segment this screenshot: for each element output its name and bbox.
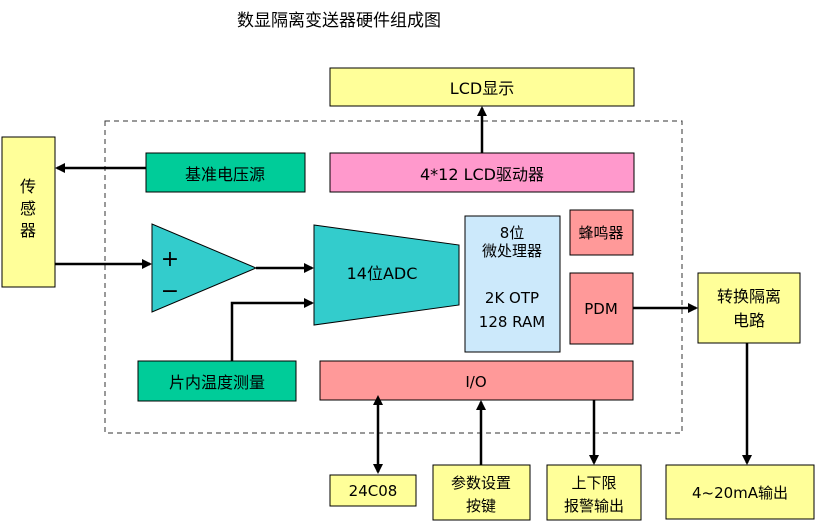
lcd-driver-box xyxy=(329,152,635,193)
temp-measure-box xyxy=(137,360,297,402)
isolation-box xyxy=(697,272,801,344)
param-keys-line-2: 按键 xyxy=(466,497,496,515)
diagram-title: 数显隔离变送器硬件组成图 xyxy=(237,11,441,31)
mcu-line-2: 微处理器 xyxy=(482,242,542,260)
sensor-char-1: 传 xyxy=(20,177,36,196)
param-keys-line-1: 参数设置 xyxy=(451,474,511,492)
buzzer-label: 蜂鸣器 xyxy=(578,224,623,242)
lcd-driver-label: 4*12 LCD驱动器 xyxy=(420,165,544,184)
pdm-label: PDM xyxy=(584,300,618,318)
eeprom-label: 24C08 xyxy=(349,482,398,500)
amp-plus-sign: + xyxy=(161,247,179,272)
isolation-line-1: 转换隔离 xyxy=(717,287,781,306)
arrow-temp-to-adc xyxy=(230,298,314,361)
mcu-line-3: 2K OTP xyxy=(485,289,539,307)
chip-boundary xyxy=(104,120,683,434)
param-keys-box xyxy=(432,464,531,521)
mcu-line-1: 8位 xyxy=(500,224,525,242)
sensor-char-3: 器 xyxy=(20,221,36,240)
amplifier-triangle xyxy=(151,223,258,313)
buzzer-box xyxy=(569,209,634,256)
mcu-line-4: 128 RAM xyxy=(479,313,545,331)
current-output-box xyxy=(665,464,815,520)
sensor-char-2: 感 xyxy=(20,199,36,218)
mcu-box xyxy=(464,215,561,353)
reference-voltage-box xyxy=(145,152,306,193)
temp-measure-label: 片内温度测量 xyxy=(169,373,265,392)
adc-trapezoid xyxy=(313,224,460,326)
io-label: I/O xyxy=(465,373,486,391)
adc-label: 14位ADC xyxy=(347,264,418,283)
isolation-line-2: 电路 xyxy=(733,311,765,330)
alarm-output-line-1: 上下限 xyxy=(571,474,616,492)
alarm-output-line-2: 报警输出 xyxy=(564,497,624,515)
current-output-label: 4~20mA输出 xyxy=(692,484,788,502)
pdm-box xyxy=(569,272,634,345)
sensor-box xyxy=(1,136,56,288)
reference-voltage-label: 基准电压源 xyxy=(185,165,265,184)
eeprom-box xyxy=(329,474,417,507)
lcd-display-label: LCD显示 xyxy=(450,79,514,98)
amp-minus-sign: − xyxy=(161,279,179,304)
io-box xyxy=(319,360,634,401)
alarm-output-box xyxy=(546,464,642,521)
